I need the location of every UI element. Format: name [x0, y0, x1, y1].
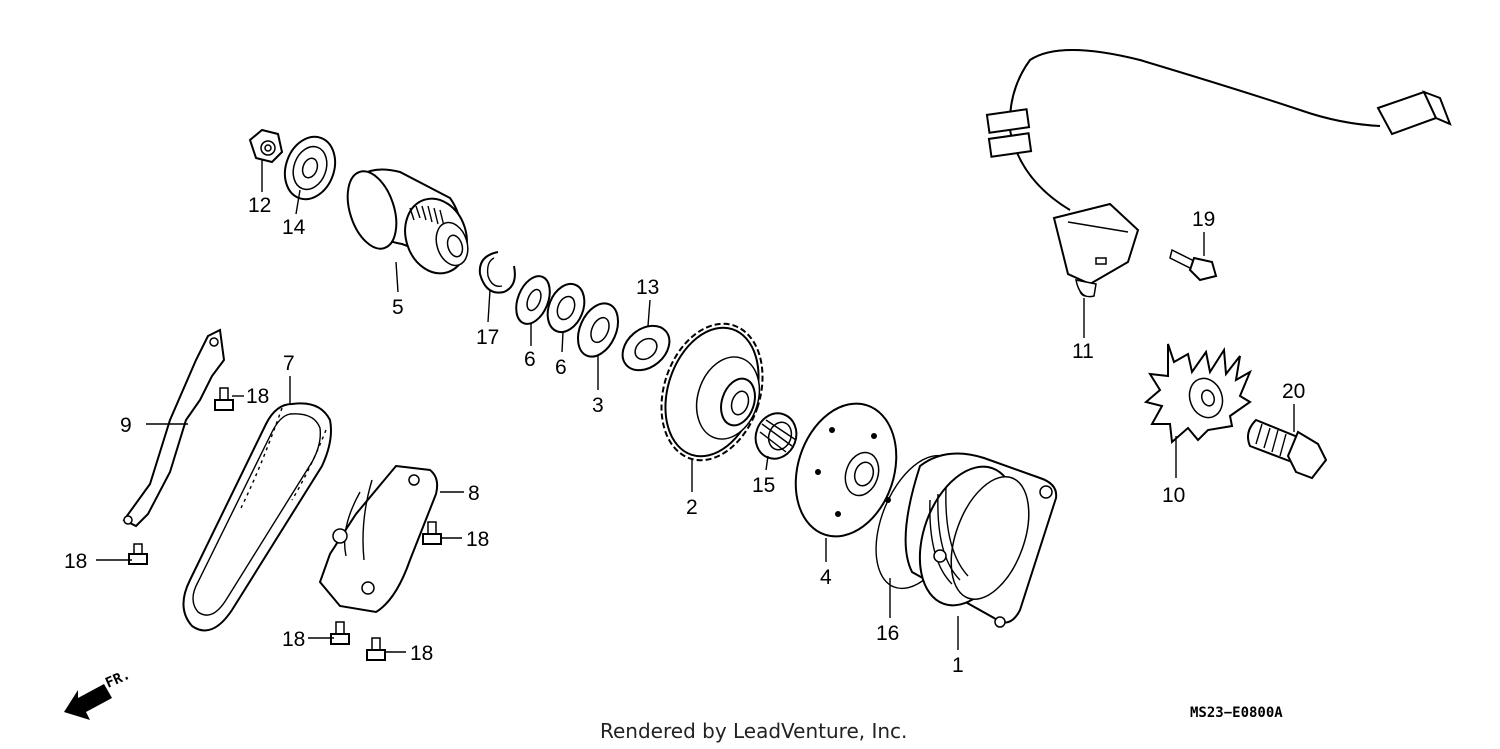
part-snap-ring-17[interactable]	[478, 251, 516, 294]
part-bolt-18c[interactable]	[422, 521, 442, 545]
callout-6b: 6	[555, 356, 567, 379]
part-washer-6a[interactable]	[510, 271, 557, 329]
direction-label: FR.	[103, 667, 133, 692]
part-driven-gear-2[interactable]	[645, 311, 780, 474]
part-chain-guide-9[interactable]	[122, 328, 226, 528]
callout-7: 7	[283, 352, 295, 375]
part-chain-7[interactable]	[182, 402, 332, 632]
callout-16: 16	[876, 622, 899, 645]
part-bearing-14[interactable]	[277, 130, 344, 207]
part-tensioner-8[interactable]	[318, 464, 439, 614]
part-housing-1[interactable]	[902, 452, 1058, 628]
callout-11: 11	[1072, 340, 1094, 363]
callout-9: 9	[120, 414, 132, 437]
front-direction-arrow-icon: FR.	[64, 667, 133, 720]
callout-13: 13	[636, 276, 659, 299]
callout-1: 1	[952, 654, 964, 677]
part-nut-12[interactable]	[248, 128, 284, 164]
diagram-code: MS23−E0800A	[1190, 705, 1283, 721]
callout-12: 12	[248, 194, 271, 217]
callout-14: 14	[282, 216, 306, 239]
part-washer-6b[interactable]	[541, 278, 591, 337]
part-pulse-generator-11[interactable]	[985, 49, 1452, 298]
part-bolt-20[interactable]	[1247, 418, 1328, 480]
part-pulser-rotor-10[interactable]	[1143, 343, 1253, 445]
leader-lines	[96, 160, 1295, 653]
callout-18a: 18	[246, 385, 269, 408]
callout-2: 2	[686, 496, 698, 519]
callout-18d: 18	[282, 628, 305, 651]
callout-10: 10	[1162, 484, 1185, 507]
part-starter-gear-5[interactable]	[339, 165, 477, 281]
callout-8: 8	[468, 482, 480, 505]
part-bolt-18a[interactable]	[214, 387, 234, 411]
part-bolt-19[interactable]	[1169, 248, 1218, 282]
part-washer-13[interactable]	[614, 317, 678, 380]
credit-text: Rendered by LeadVenture, Inc.	[600, 719, 907, 743]
callout-3: 3	[592, 394, 604, 417]
callout-17: 17	[476, 326, 499, 349]
callout-6a: 6	[524, 348, 536, 371]
part-starter-clutch-4[interactable]	[779, 390, 912, 549]
part-needle-bearing-15[interactable]	[749, 408, 802, 465]
callout-19: 19	[1192, 208, 1215, 231]
callout-15: 15	[752, 474, 775, 497]
part-bolt-18b[interactable]	[128, 543, 148, 565]
part-bolt-18e[interactable]	[366, 637, 386, 661]
callout-18c: 18	[64, 550, 87, 573]
part-washer-3[interactable]	[570, 297, 626, 363]
callout-18b: 18	[466, 528, 489, 551]
callout-20: 20	[1282, 380, 1305, 403]
part-bolt-18d[interactable]	[330, 621, 350, 645]
callout-4: 4	[820, 566, 832, 589]
callout-5: 5	[392, 296, 404, 319]
callout-18e: 18	[410, 642, 433, 665]
